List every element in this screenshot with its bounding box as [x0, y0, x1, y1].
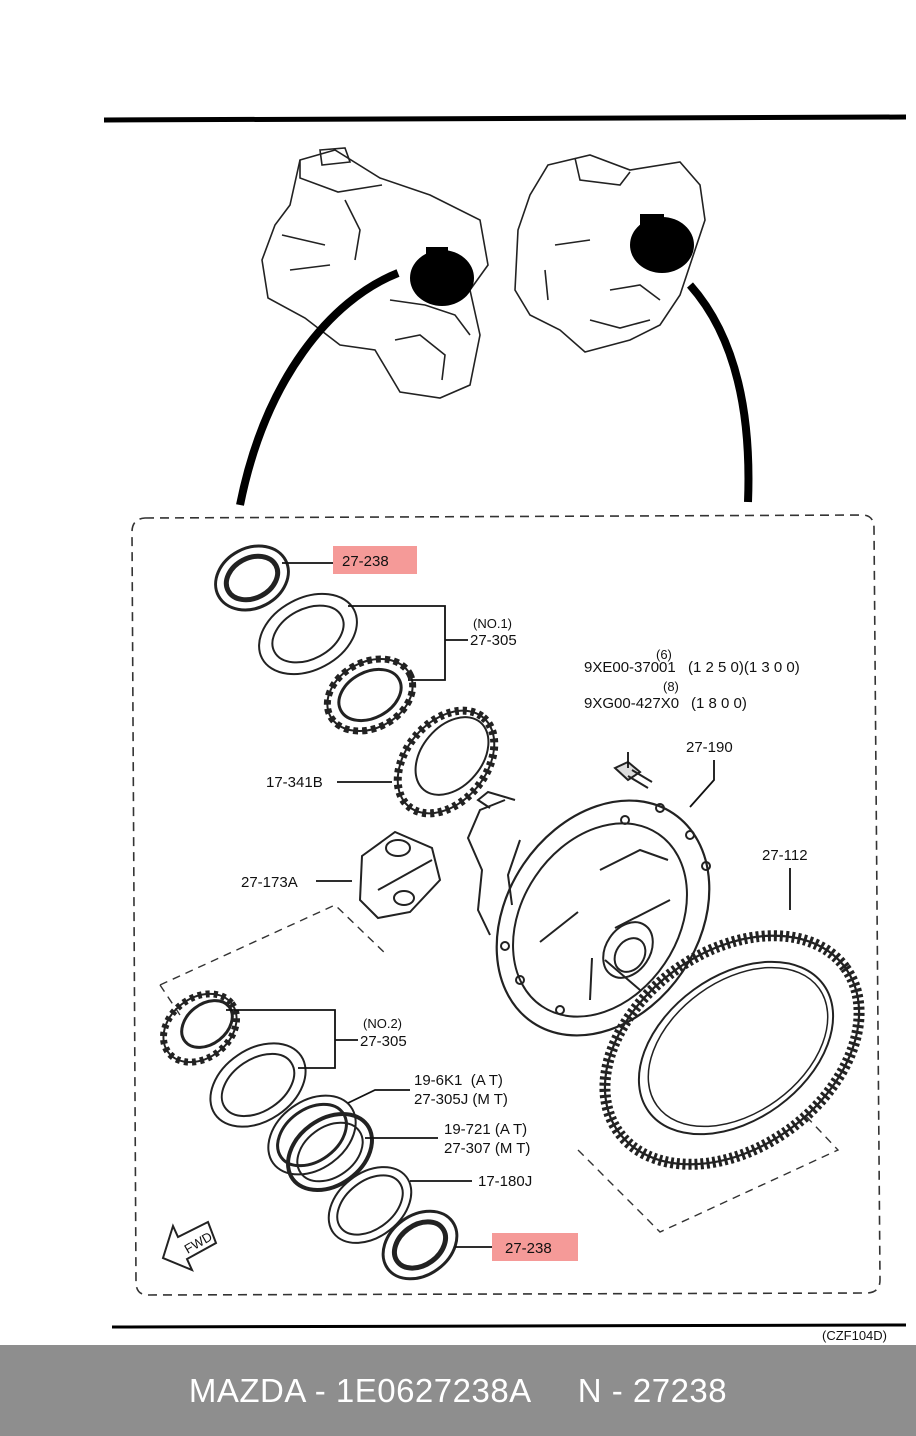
- label-bearing-no2-part: 27-305: [360, 1033, 407, 1050]
- fwd-arrow-icon: FWD: [161, 1220, 218, 1272]
- label-bolt-part-b: 9XG00-427X0: [584, 695, 679, 712]
- label-bolt-spec-a: (1 2 5 0)(1 3 0 0): [688, 659, 800, 676]
- label-seal-bottom: 27-238: [505, 1240, 552, 1257]
- label-ring-at: 19-721 (A T): [444, 1121, 527, 1138]
- label-bolt-qty-b: (8): [663, 679, 679, 694]
- transaxle-right-plug: [630, 217, 694, 273]
- label-bolt-spec-b: (1 8 0 0): [691, 695, 747, 712]
- label-bearing-no1-part: 27-305: [470, 632, 517, 649]
- label-ring-mt: 27-307 (M T): [444, 1140, 530, 1157]
- highlight-seal-top: [333, 546, 417, 574]
- bottom-rule: [111, 1323, 907, 1329]
- label-shim-mt: 27-305J (M T): [414, 1091, 508, 1108]
- label-seal-top: 27-238: [342, 553, 389, 570]
- adjust-ring: [286, 1112, 374, 1192]
- part-number-footer: MAZDA - 1E0627238A N - 27238: [0, 1345, 916, 1436]
- guide-lines: [159, 904, 840, 1233]
- leader-curve-left: [236, 269, 400, 506]
- leader-curve-right: [687, 282, 753, 503]
- oil-seal-bottom: [381, 1209, 459, 1281]
- label-shim-at: 19-6K1 (A T): [414, 1072, 503, 1089]
- assembly-boundary: [131, 514, 881, 1296]
- roller-bearing-no1: [323, 655, 417, 735]
- ring-gear: [599, 930, 865, 1170]
- roller-bearing-no2: [159, 990, 241, 1066]
- top-rule: [103, 114, 907, 123]
- oil-seal-top: [214, 544, 290, 612]
- footer-brand-part: MAZDA - 1E0627238A: [188, 1371, 532, 1409]
- label-case: 27-190: [686, 739, 733, 756]
- label-bolt-qty-a: (6): [656, 647, 672, 662]
- label-bolt-part-a: 9XE00-37001: [584, 659, 676, 676]
- transaxle-right-drawing: [514, 154, 706, 353]
- callout-lines: [226, 562, 791, 1248]
- speedometer-drive-gear: [393, 706, 499, 818]
- bearing-race-no2: [209, 1042, 307, 1128]
- transaxle-left-plug: [410, 250, 474, 306]
- diagram-code: (CZF104D): [822, 1328, 887, 1343]
- label-speedo-gear: 17-341B: [266, 774, 323, 791]
- ring-gear-bolt: [613, 760, 653, 789]
- label-spacer: 17-180J: [478, 1173, 532, 1190]
- label-ring-gear: 27-112: [762, 847, 808, 864]
- spacer: [327, 1166, 413, 1244]
- transaxle-left-drawing: [261, 147, 489, 399]
- label-bearing-no1-tag: (NO.1): [473, 616, 512, 631]
- label-sleeve: 27-173A: [241, 874, 298, 891]
- differential-case: [466, 790, 711, 1037]
- bearing-race-no1: [258, 592, 358, 676]
- footer-ref: N - 27238: [577, 1371, 728, 1409]
- label-bearing-no2-tag: (NO.2): [363, 1016, 402, 1031]
- exploded-parts-diagram: FWD 27-238 (NO.1) 27-305 (6) 9XE00-37001…: [103, 114, 907, 1343]
- highlight-seal-bottom: [492, 1233, 578, 1261]
- sleeve: [358, 830, 442, 920]
